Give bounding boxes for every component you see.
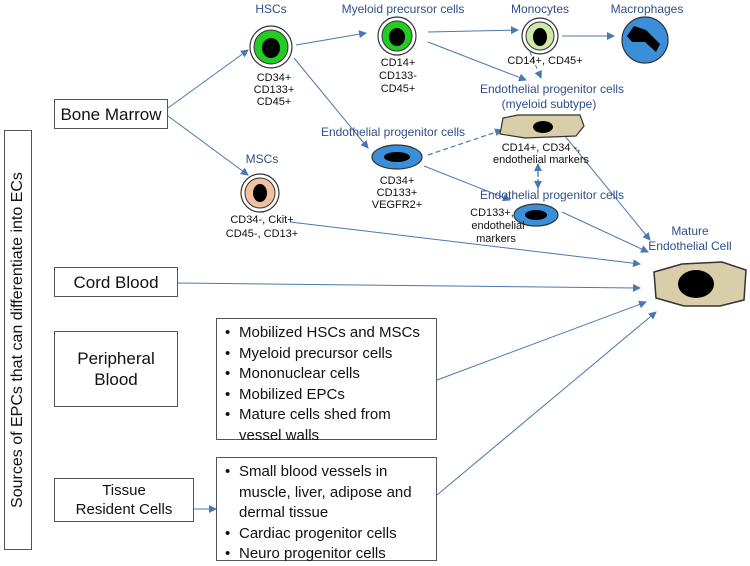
cord-blood-label: Cord Blood <box>73 272 159 292</box>
tissue-resident-label-1: Tissue <box>102 482 146 499</box>
peripheral-blood-label-1: Peripheral <box>77 349 155 368</box>
myeloid-title: Myeloid precursor cells <box>342 2 465 16</box>
side-label-text: Sources of EPCs that can differentiate i… <box>9 172 26 508</box>
monocytes-title: Monocytes <box>511 2 569 16</box>
hsc-title: HSCs <box>255 2 286 16</box>
epc-marker-1: CD34+ <box>380 175 415 187</box>
arrow-hsc-epc <box>293 57 369 149</box>
hsc-cell <box>249 25 293 69</box>
arrow-myeloid-monocyte <box>427 26 519 35</box>
side-label: Sources of EPCs that can differentiate i… <box>4 130 32 550</box>
msc-marker-1: CD34-, Ckit+ <box>230 214 293 226</box>
myeloid-cell <box>377 16 417 56</box>
cord-blood-box: Cord Blood <box>54 267 178 297</box>
macrophages-title: Macrophages <box>611 2 684 16</box>
hsc-marker-2: CD133+ <box>254 84 295 96</box>
mscs-title: MSCs <box>246 152 279 166</box>
arrow-msc-mature <box>289 221 641 268</box>
list-item: Mobilized HSCs and MSCs <box>225 323 428 344</box>
epc2-marker-1: CD133+, <box>470 207 514 219</box>
list-item: Neuro progenitor cells <box>225 544 428 565</box>
peripheral-blood-label-2: Blood <box>94 370 138 389</box>
epc-myeloid-marker-1: CD14+, CD34 -, <box>502 142 581 154</box>
arrow-tissue-mature <box>436 311 657 496</box>
macrophage-cell <box>621 16 669 64</box>
epc2-marker-3: markers <box>476 233 516 245</box>
arrow-epc-epcmyeloid <box>427 128 503 156</box>
epc-marker-3: VEGFR2+ <box>372 199 422 211</box>
epc2-title: Endothelial progenitor cells <box>480 188 624 202</box>
mature-endothelial-cell <box>653 261 747 307</box>
myeloid-marker-3: CD45+ <box>381 83 416 95</box>
peripheral-blood-box: Peripheral Blood <box>54 331 178 407</box>
epc-title: Endothelial progenitor cells <box>321 125 465 139</box>
epc-marker-2: CD133+ <box>377 187 418 199</box>
epc-myeloid-title-1: Endothelial progenitor cells <box>480 82 624 96</box>
list-item: Cardiac progenitor cells <box>225 524 428 545</box>
epc2-cell <box>513 203 559 227</box>
arrow-bm-msc <box>167 115 249 176</box>
arrow-epc2-mature <box>561 211 649 253</box>
epc-cell <box>371 144 423 170</box>
tissue-resident-label-2: Resident Cells <box>75 501 173 518</box>
myeloid-marker-1: CD14+ <box>381 57 416 69</box>
arrow-epc-epc2 <box>423 165 511 202</box>
bone-marrow-label: Bone Marrow <box>60 104 162 124</box>
arrow-epcmyeloid-mature <box>559 129 651 241</box>
monocyte-marker-1: CD14+, CD45+ <box>507 55 582 67</box>
epc-myeloid-cell <box>499 114 585 139</box>
arrow-hsc-myeloid <box>295 30 367 46</box>
list-item: Mononuclear cells <box>225 364 428 385</box>
list-item: Myeloid precursor cells <box>225 344 428 365</box>
epc-myeloid-title-2: (myeloid subtype) <box>502 97 597 111</box>
peripheral-list-box: Mobilized HSCs and MSCs Myeloid precurso… <box>216 318 437 444</box>
msc-marker-2: CD45-, CD13+ <box>226 228 298 240</box>
hsc-marker-1: CD34+ <box>257 72 292 84</box>
tissue-resident-box: Tissue Resident Cells <box>54 478 194 522</box>
arrow-bm-hsc <box>167 49 249 109</box>
arrow-monocyte-epcmyeloid <box>529 51 542 79</box>
msc-cell <box>240 173 280 213</box>
myeloid-marker-2: CD133- <box>379 70 417 82</box>
mature-title-1: Mature <box>671 224 709 238</box>
mature-title-2: Endothelial Cell <box>648 239 731 253</box>
bone-marrow-box: Bone Marrow <box>54 99 168 129</box>
hsc-marker-3: CD45+ <box>257 96 292 108</box>
arrow-peripheral-mature <box>436 300 647 381</box>
arrow-cordblood-mature <box>177 282 641 292</box>
epc2-marker-2: endothelial <box>471 220 524 232</box>
arrow-myeloid-epcmyeloid <box>427 41 527 82</box>
list-item: Mobilized EPCs <box>225 385 428 406</box>
epc-myeloid-marker-2: endothelial markers <box>493 154 589 166</box>
monocyte-cell <box>521 17 559 55</box>
